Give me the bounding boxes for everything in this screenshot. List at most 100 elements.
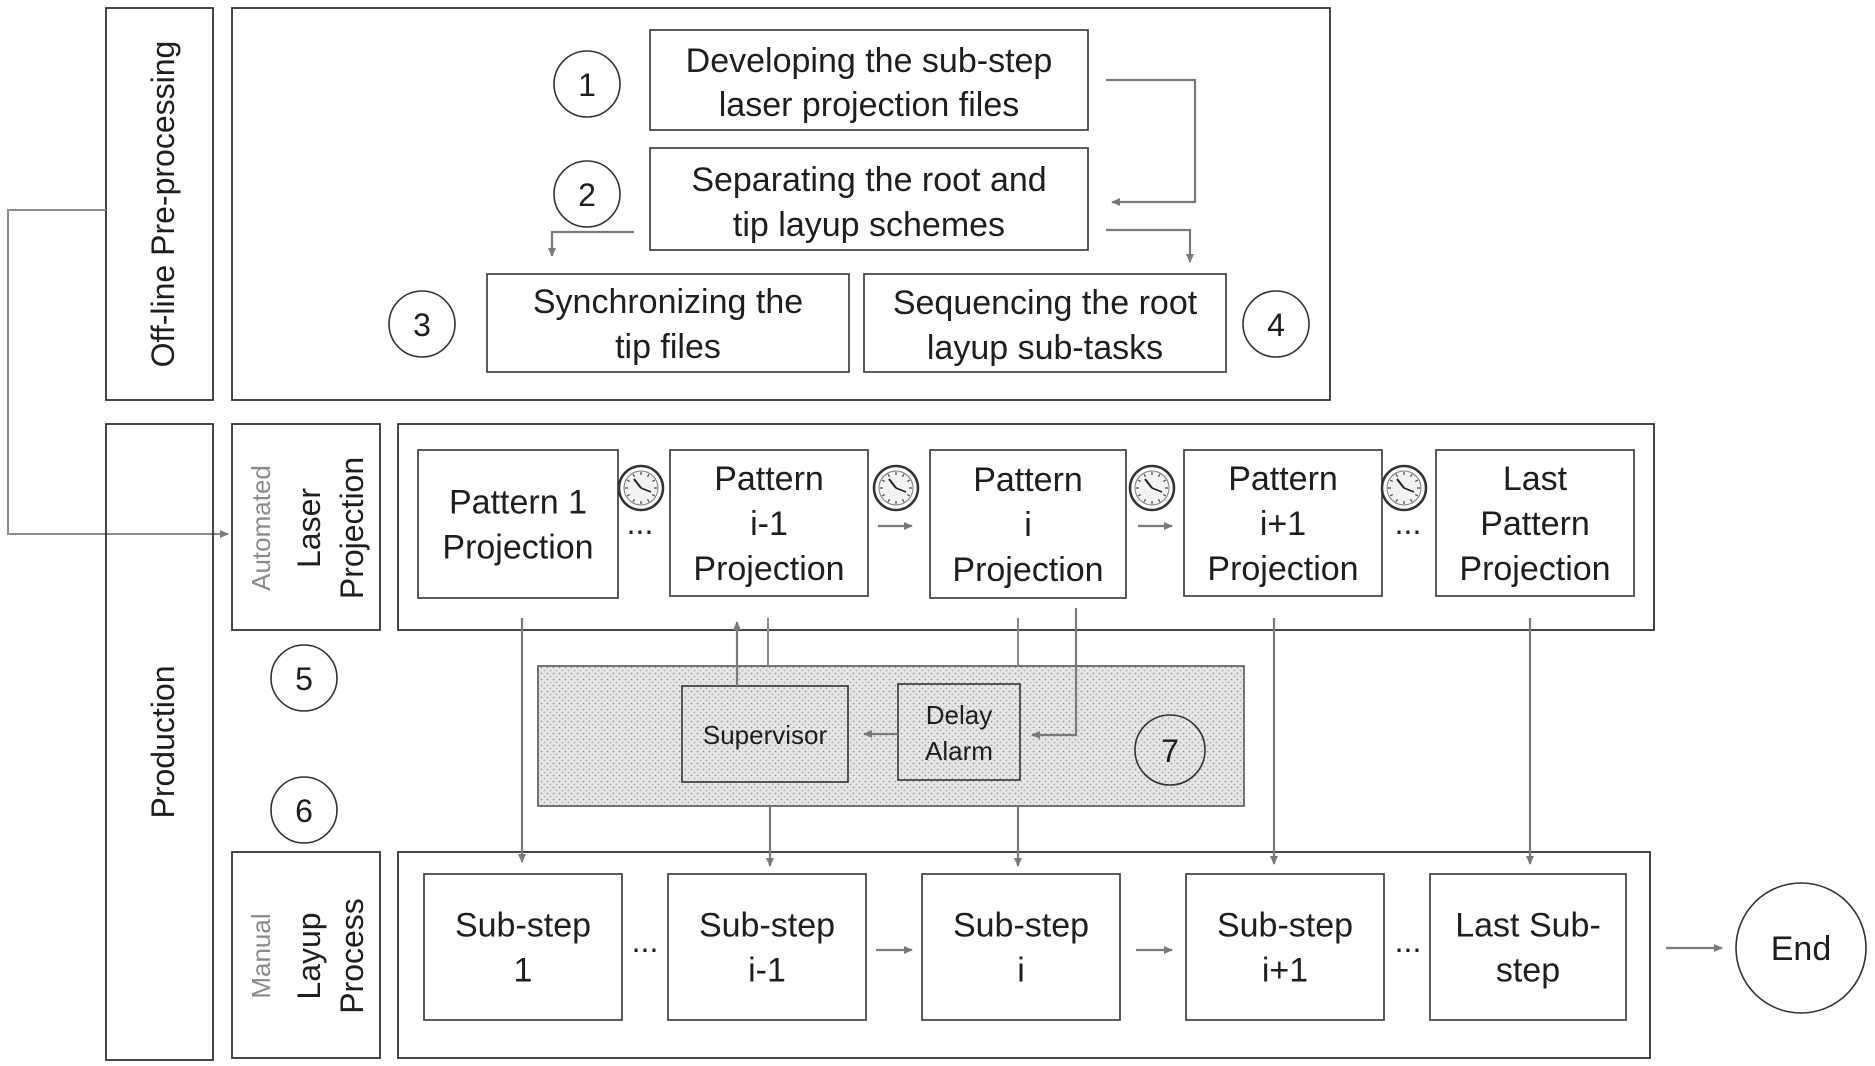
laser-label-line2: Projection [334, 457, 370, 599]
pattern-i-line1: Pattern [973, 461, 1083, 499]
offline-label: Off-line Pre-processing [145, 41, 181, 368]
substep-i-plus-1-line2: i+1 [1262, 952, 1308, 990]
pattern-i-plus-1-line1: Pattern [1228, 460, 1338, 498]
delay-alarm-line1: Delay [926, 700, 992, 730]
laser-label-line1: Laser [291, 488, 327, 568]
pattern-i-plus-1-box [1183, 449, 1383, 597]
laser-label-frame [231, 423, 381, 631]
manual-label-line1: Layup [291, 912, 327, 999]
production-label-frame [105, 423, 214, 1061]
substep-i-minus-1-box [667, 873, 867, 1021]
pattern-i-minus-1-box [669, 449, 869, 597]
step-number-1-label: 1 [578, 67, 596, 103]
pattern-last-line2: Pattern [1480, 505, 1590, 543]
end-label: End [1771, 930, 1832, 968]
pattern-i-line3: Projection [952, 551, 1103, 589]
step-4-line2: layup sub-tasks [927, 329, 1163, 367]
step-number-5-label: 5 [295, 661, 313, 697]
pattern-i-minus-1-line2: i-1 [750, 505, 788, 543]
production-label: Production [145, 666, 181, 819]
offline-to-production-connector [7, 209, 229, 538]
substep-i-plus-1-line1: Sub-step [1217, 907, 1353, 945]
pattern-1-box [417, 449, 619, 599]
pattern-i-box [929, 449, 1127, 599]
pattern-i-plus-1-line2: i+1 [1260, 505, 1306, 543]
substep-last-box [1429, 873, 1627, 1021]
step-3-line1: Synchronizing the [533, 283, 803, 321]
step-3-box [486, 273, 850, 373]
step-number-7-label: 7 [1161, 733, 1179, 769]
substep-i-line2: i [1017, 952, 1025, 990]
step-1-line2: laser projection files [719, 86, 1019, 124]
end-node [1735, 882, 1867, 1014]
pattern-i-line2: i [1024, 506, 1032, 544]
step-number-7 [1134, 714, 1206, 786]
step-2-box [649, 147, 1089, 251]
substep-i-box [921, 873, 1121, 1021]
substep-i-minus-1-line1: Sub-step [699, 907, 835, 945]
pattern-last-line3: Projection [1459, 550, 1610, 588]
substep-i-minus-1-line2: i-1 [748, 952, 786, 990]
pattern-i-plus-1-line3: Projection [1207, 550, 1358, 588]
clock-icon [872, 464, 920, 512]
arrow-2-to-4 [1106, 228, 1194, 263]
laser-projection-frame [397, 423, 1655, 631]
arrow-2-to-3 [548, 230, 634, 257]
clock-row [617, 464, 1428, 512]
step-number-4 [1242, 290, 1310, 358]
step-number-6 [270, 776, 338, 844]
substep-last-line2: step [1496, 952, 1560, 990]
step-3-line2: tip files [615, 328, 721, 366]
pattern-ellipsis-2: ... [1395, 505, 1422, 541]
arrow-1-to-2 [1106, 78, 1197, 206]
supervisor-label: Supervisor [703, 720, 828, 750]
step-2-line2: tip layup schemes [733, 206, 1005, 244]
offline-label-frame [105, 7, 214, 401]
substep-i-plus-1-box [1185, 873, 1385, 1021]
substep-ellipsis-2: ... [1395, 923, 1422, 959]
supervision-panel [537, 665, 1245, 807]
manual-label-frame [231, 851, 381, 1059]
clock-icon [1128, 464, 1176, 512]
delay-alarm-box [897, 683, 1021, 781]
supervisor-box [681, 685, 849, 783]
pattern-i-minus-1-line1: Pattern [714, 460, 824, 498]
step-number-2-label: 2 [578, 177, 596, 213]
step-number-3 [388, 290, 456, 358]
pattern-1-line1: Pattern 1 [449, 484, 587, 522]
step-number-2 [553, 160, 621, 228]
step-2-line1: Separating the root and [691, 161, 1046, 199]
substep-last-line1: Last Sub- [1455, 907, 1601, 945]
pattern-last-line1: Last [1503, 460, 1568, 498]
substep-row: Sub-step1Sub-stepi-1Sub-stepiSub-stepi+1… [423, 873, 1627, 1021]
clock-icon [1380, 464, 1428, 512]
manual-layup-frame [397, 851, 1651, 1059]
manual-label-line2: Process [334, 898, 370, 1014]
step-number-4-label: 4 [1267, 307, 1285, 343]
pattern-i-minus-1-line3: Projection [693, 550, 844, 588]
step-4-box [863, 273, 1227, 373]
delay-alarm-line2: Alarm [925, 736, 993, 766]
offline-frame [231, 7, 1331, 401]
pattern-1-line2: Projection [442, 529, 593, 567]
step-1-line1: Developing the sub-step [686, 42, 1053, 80]
substep-ellipsis-1: ... [632, 923, 659, 959]
step-4-line1: Sequencing the root [893, 284, 1198, 322]
step-number-6-label: 6 [295, 793, 313, 829]
laser-automated-label: Automated [246, 465, 276, 591]
vertical-connectors [518, 608, 1534, 867]
step-1-box [649, 29, 1089, 131]
pattern-last-box [1435, 449, 1635, 597]
step-number-1 [553, 50, 621, 118]
clock-icon [617, 464, 665, 512]
substep-1-box [423, 873, 623, 1021]
step-number-5 [270, 644, 338, 712]
substep-1-line1: Sub-step [455, 907, 591, 945]
pattern-row: Pattern 1ProjectionPatterni-1ProjectionP… [417, 449, 1635, 599]
substep-i-line1: Sub-step [953, 907, 1089, 945]
step-number-3-label: 3 [413, 307, 431, 343]
manual-label: Manual [246, 913, 276, 998]
arrow-pattern-i-to-delay-alarm [1031, 608, 1078, 739]
